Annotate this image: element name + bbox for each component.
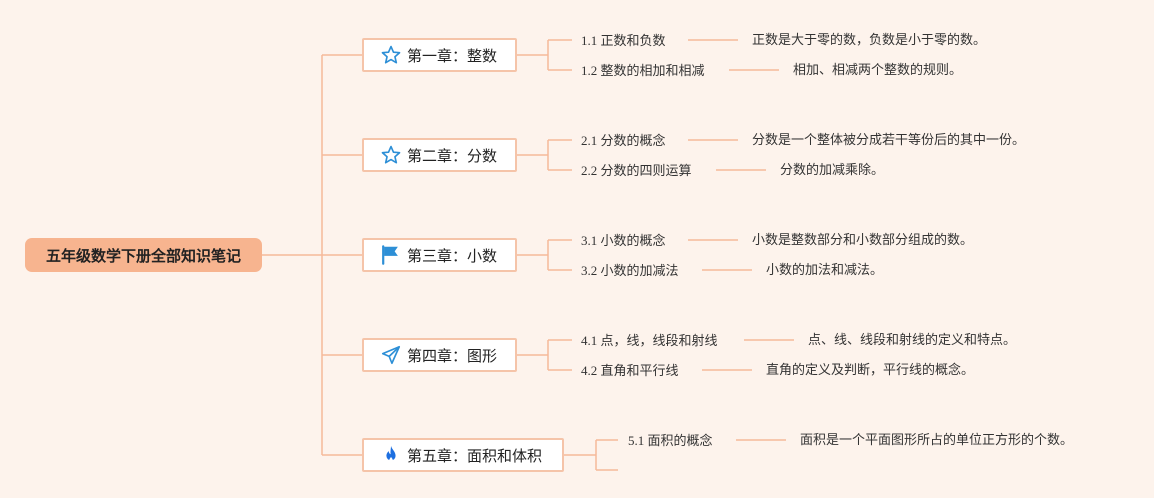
paper-plane-icon [380, 344, 402, 366]
topic-2-1[interactable]: 2.1 分数的概念 [581, 133, 666, 148]
chapter-label: 第三章：小数 [407, 246, 498, 265]
root-node[interactable]: 五年级数学下册全部知识笔记 [25, 238, 262, 272]
chapter-node-2[interactable]: 第二章：分数 [362, 138, 517, 172]
topic-1-2-description[interactable]: 相加、相减两个整数的规则。 [793, 63, 963, 78]
topic-2-2-description[interactable]: 分数的加减乘除。 [780, 163, 885, 178]
topic-4-2-description[interactable]: 直角的定义及判断，平行线的概念。 [766, 363, 975, 378]
topic-3-2-description[interactable]: 小数的加法和减法。 [766, 263, 884, 278]
star-outline-icon [380, 144, 402, 166]
flag-icon [380, 244, 402, 266]
chapter-label: 第一章：整数 [407, 46, 498, 65]
root-label: 五年级数学下册全部知识笔记 [45, 246, 241, 265]
topic-4-2[interactable]: 4.2 直角和平行线 [581, 363, 679, 378]
chapter-label: 第五章：面积和体积 [407, 446, 543, 465]
topic-1-1[interactable]: 1.1 正数和负数 [581, 33, 666, 48]
topic-1-1-description[interactable]: 正数是大于零的数，负数是小于零的数。 [752, 33, 987, 48]
chapter-label: 第二章：分数 [407, 146, 498, 165]
topic-2-1-description[interactable]: 分数是一个整体被分成若干等份后的其中一份。 [752, 133, 1026, 148]
chapter-node-5[interactable]: 第五章：面积和体积 [362, 438, 564, 472]
star-outline-icon [380, 44, 402, 66]
topic-4-1-description[interactable]: 点、线、线段和射线的定义和特点。 [808, 333, 1017, 348]
chapter-label: 第四章：图形 [407, 346, 498, 365]
topic-1-2[interactable]: 1.2 整数的相加和相减 [581, 63, 705, 78]
chapter-node-1[interactable]: 第一章：整数 [362, 38, 517, 72]
topic-3-1-description[interactable]: 小数是整数部分和小数部分组成的数。 [752, 233, 974, 248]
topic-2-2[interactable]: 2.2 分数的四则运算 [581, 163, 692, 178]
chapter-node-3[interactable]: 第三章：小数 [362, 238, 517, 272]
topic-3-2[interactable]: 3.2 小数的加减法 [581, 263, 679, 278]
topic-4-1[interactable]: 4.1 点，线，线段和射线 [581, 333, 718, 348]
topic-5-1[interactable]: 5.1 面积的概念 [628, 433, 713, 448]
flame-icon [380, 444, 402, 466]
topic-3-1[interactable]: 3.1 小数的概念 [581, 233, 666, 248]
chapter-node-4[interactable]: 第四章：图形 [362, 338, 517, 372]
topic-5-1-description[interactable]: 面积是一个平面图形所占的单位正方形的个数。 [800, 433, 1074, 448]
